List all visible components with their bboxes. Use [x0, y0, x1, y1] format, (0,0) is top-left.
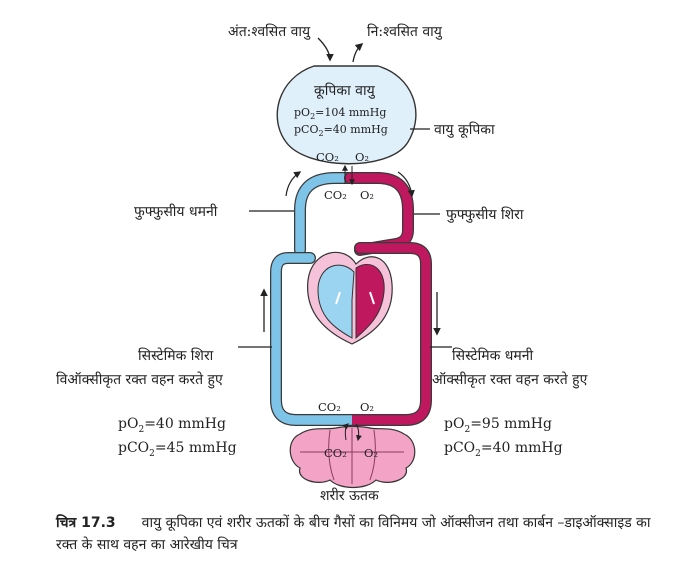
flow-arrow-pulm-in	[285, 171, 302, 197]
exhaled-air-label: नि:श्वसित वायु	[367, 23, 443, 40]
tissue-o2: O₂	[364, 446, 378, 460]
pulmonary-artery	[295, 173, 355, 255]
systemic-vein-label-1: सिस्टेमिक शिरा	[138, 347, 214, 364]
systemic-vein-label-2: विऑक्सीकृत रक्त वहन करते हुए	[56, 371, 223, 389]
systemic-vein	[271, 253, 335, 425]
pulm-artery-label: फुफ्फुसीय धमनी	[134, 203, 218, 220]
tissue-top-o2: O₂	[360, 400, 374, 414]
capillary-co2: CO₂	[324, 188, 347, 202]
heart-valves	[335, 291, 375, 305]
alveolar-pco2: pCO2=40 mmHg	[294, 123, 388, 138]
flow-arrow-pulm-out	[397, 171, 415, 198]
alveolar-po2: pO2=104 mmHg	[294, 106, 386, 121]
exhale-arrow	[352, 42, 364, 63]
tissue-label: शरीर ऊतक	[320, 487, 379, 504]
systemic-artery-label-2: ऑक्सीकृत रक्त वहन करते हुए	[432, 371, 588, 389]
venous-po2: pO2=40 mmHg	[118, 416, 226, 435]
figure-number: चित्र 17.3	[56, 515, 116, 531]
alveolus-co2: CO₂	[316, 150, 339, 164]
caption-text: वायु कूपिका एवं शरीर ऊतकों के बीच गैसों …	[56, 515, 651, 553]
capillary-o2: O₂	[360, 188, 374, 202]
alveolus-label: वायु कूपिका	[434, 121, 495, 138]
venous-pco2: pCO2=45 mmHg	[118, 440, 237, 459]
alveolus-shape	[276, 65, 417, 165]
systemic-artery	[355, 243, 431, 425]
alveolus-o2: O₂	[355, 150, 369, 164]
pulmonary-vein	[345, 173, 413, 255]
tissue-top-co2: CO₂	[318, 400, 341, 414]
systemic-artery-label-1: सिस्टेमिक धमनी	[452, 347, 534, 364]
tissue-o2-arrow	[355, 423, 362, 442]
body-tissue	[289, 425, 416, 489]
tissue-cell-borders	[300, 428, 404, 484]
inhaled-air-label: अंत:श्वसित वायु	[228, 23, 311, 40]
arterial-pco2: pCO2=40 mmHg	[444, 440, 563, 459]
pulm-vein-label: फुफ्फुसीय शिरा	[446, 206, 524, 223]
tissue-co2: CO₂	[324, 446, 347, 460]
tissue-co2-arrow	[342, 423, 349, 441]
alveolar-air-label: कूपिका वायु	[314, 82, 376, 99]
inhale-arrow	[317, 37, 334, 62]
heart-left-side	[355, 263, 385, 340]
arterial-po2: pO2=95 mmHg	[444, 416, 552, 435]
